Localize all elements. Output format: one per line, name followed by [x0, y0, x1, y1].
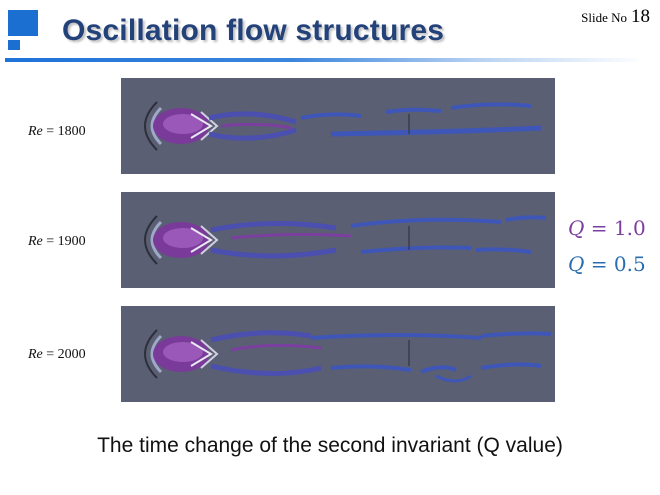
vortex-visualization	[144, 329, 552, 383]
slide-title: Oscillation flow structures	[62, 14, 445, 47]
title-divider	[5, 58, 645, 62]
legend-q-high: Q = 1.0	[568, 216, 646, 240]
flow-panel-re1800	[121, 78, 555, 174]
figure-caption: The time change of the second invariant …	[97, 434, 563, 457]
flow-panel-re1900	[121, 192, 555, 288]
slide-number-label: Slide No	[581, 10, 627, 25]
slide-number: Slide No 18	[581, 6, 650, 28]
re-label-2000: Re = 2000	[28, 347, 86, 362]
logo-icon	[8, 10, 46, 52]
vortex-visualization	[144, 215, 547, 265]
flow-panel-re2000	[121, 306, 555, 402]
re-label-1900: Re = 1900	[28, 234, 86, 249]
re-label-1800: Re = 1800	[28, 124, 86, 139]
legend-q-low: Q = 0.5	[568, 252, 646, 276]
slide-number-value: 18	[631, 6, 650, 27]
vortex-visualization	[144, 101, 542, 151]
